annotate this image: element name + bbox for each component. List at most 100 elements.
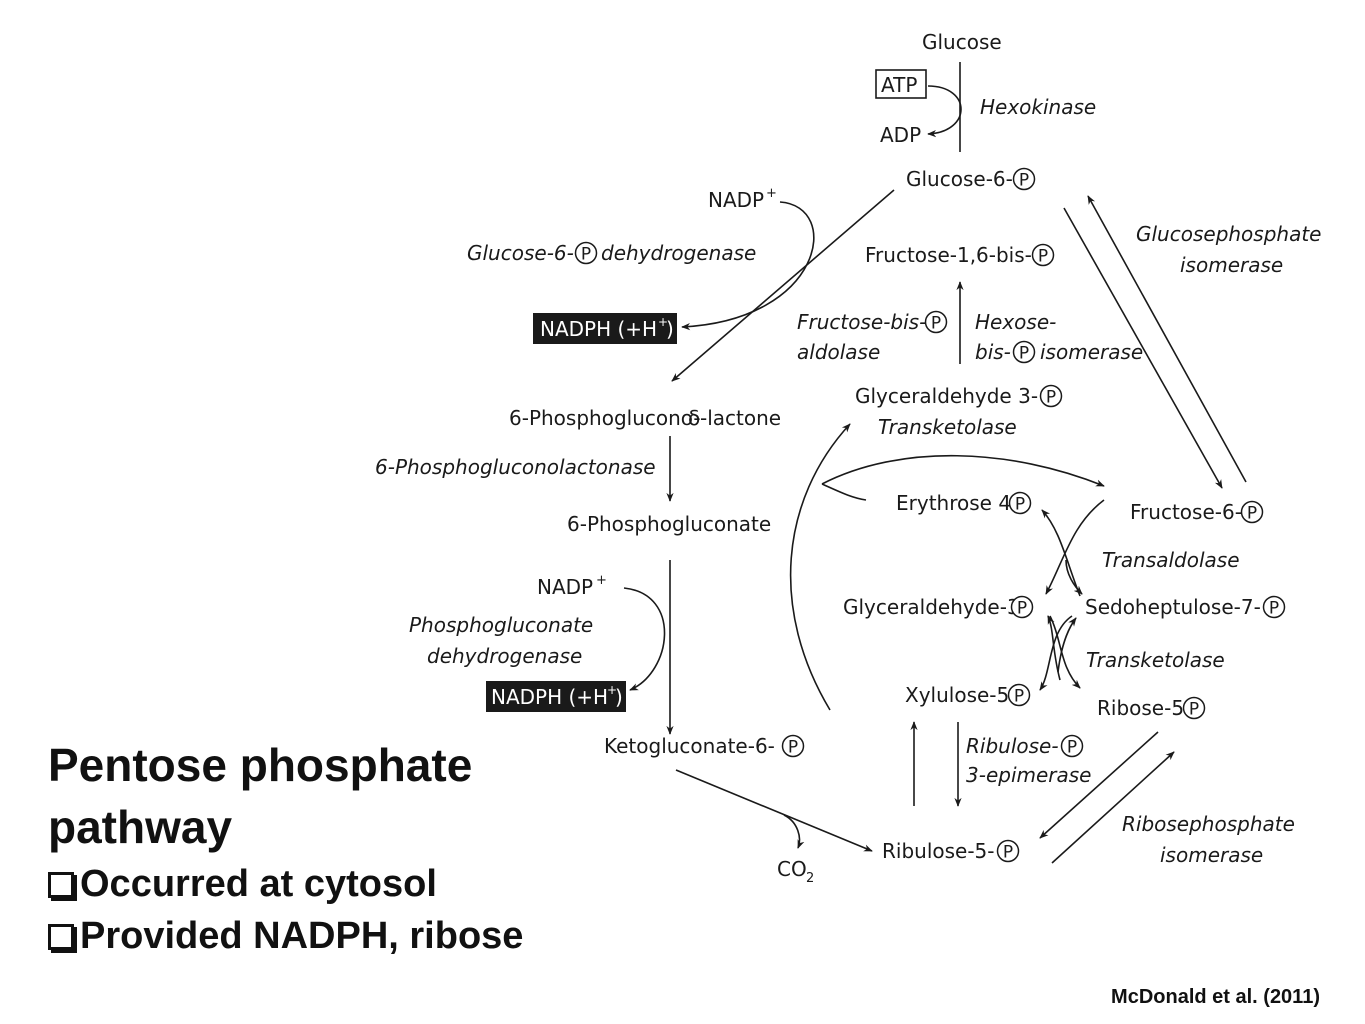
checkbox-bullet-icon bbox=[48, 872, 74, 898]
nadph-plus-2: + bbox=[607, 683, 617, 697]
nadph-box-1 bbox=[533, 313, 677, 344]
epimerase-label-2: 3-epimerase bbox=[966, 763, 1092, 787]
sedoheptulose7p-label: Sedoheptulose-7- bbox=[1085, 595, 1261, 619]
svg-text:P: P bbox=[1247, 504, 1257, 524]
gpi-label-1: Glucosephosphate bbox=[1136, 222, 1322, 246]
svg-text:P: P bbox=[1269, 599, 1279, 619]
erythrose-branch-line bbox=[821, 483, 867, 501]
transaldolase-arrow-1 bbox=[1045, 499, 1105, 595]
bullet-text: Occurred at cytosol bbox=[80, 863, 437, 905]
fba-label-2: aldolase bbox=[797, 340, 880, 364]
ketogluconate-to-ribulose-arrow bbox=[675, 769, 873, 852]
transaldolase-label: Transaldolase bbox=[1102, 548, 1240, 572]
atp-adp-arrow bbox=[927, 85, 962, 138]
hbi-label-1: Hexose- bbox=[975, 310, 1056, 334]
f6p-to-g6p-arrow bbox=[1087, 195, 1247, 483]
svg-text:P: P bbox=[581, 245, 591, 265]
hexokinase-label: Hexokinase bbox=[980, 95, 1096, 119]
pgd-label-1: Phosphogluconate bbox=[409, 613, 593, 637]
erythrose4p-label: Erythrose 4- bbox=[896, 491, 1018, 515]
transketolase-arc-arrow bbox=[789, 423, 851, 711]
pgd-label-2: dehydrogenase bbox=[427, 644, 582, 668]
checkbox-bullet-icon bbox=[48, 924, 74, 950]
phosphate-icon: P bbox=[1012, 167, 1036, 191]
citation: McDonald et al. (2011) bbox=[1111, 986, 1320, 1008]
hbi-label-2-pre: bis- bbox=[975, 340, 1011, 364]
svg-text:P: P bbox=[1019, 171, 1029, 191]
fructose16bisp-label: Fructose-1,6-bis- bbox=[865, 243, 1032, 267]
transketolase-cross-arrow-1 bbox=[1039, 615, 1073, 691]
phosphate-icon: P bbox=[1007, 683, 1031, 707]
bullet-item: Provided NADPH, ribose bbox=[48, 910, 608, 962]
slide-title: Pentose phosphate pathway bbox=[48, 739, 473, 853]
lactone-label-post: -lactone bbox=[700, 406, 781, 430]
gpi-label-2: isomerase bbox=[1180, 253, 1283, 277]
nadph-paren-1: ) bbox=[666, 317, 674, 341]
slide-title-block: Pentose phosphate pathway Occurred at cy… bbox=[48, 734, 608, 962]
nadp-to-nadph-arrow-1 bbox=[681, 201, 815, 331]
bullet-text: Provided NADPH, ribose bbox=[80, 915, 524, 957]
svg-text:P: P bbox=[1015, 495, 1025, 515]
nadp-plus-1: + bbox=[766, 186, 777, 201]
phosphate-icon: P bbox=[1182, 696, 1206, 720]
g6p-to-lactone-arrow bbox=[671, 189, 895, 382]
phosphate-icon: P bbox=[1012, 340, 1036, 364]
phosphate-icon: P bbox=[1031, 243, 1055, 267]
glyceraldehyde3p-top-label: Glyceraldehyde 3- bbox=[855, 384, 1038, 408]
glucose-label: Glucose bbox=[922, 30, 1002, 54]
svg-text:P: P bbox=[1046, 388, 1056, 408]
svg-text:P: P bbox=[1067, 738, 1077, 758]
phosphate-icon: P bbox=[996, 839, 1020, 863]
glucose6p-label: Glucose-6- bbox=[906, 167, 1013, 191]
svg-text:P: P bbox=[1019, 344, 1029, 364]
nadp-label-2: NADP bbox=[537, 575, 593, 599]
bullet-item: Occurred at cytosol bbox=[48, 858, 608, 910]
rpi-label-1: Ribosephosphate bbox=[1122, 812, 1295, 836]
phosphate-icon: P bbox=[574, 241, 598, 265]
svg-text:P: P bbox=[1189, 700, 1199, 720]
nadp-to-nadph-arrow-2 bbox=[623, 587, 666, 691]
co2-label: CO bbox=[777, 857, 807, 881]
phosphate-icon: P bbox=[781, 734, 805, 758]
phosphate-icon: P bbox=[1060, 734, 1084, 758]
nadph-label-2: NADPH (+H bbox=[491, 685, 608, 709]
atp-label: ATP bbox=[881, 73, 917, 97]
atp-box bbox=[875, 69, 927, 99]
ribose5p-label: Ribose-5- bbox=[1097, 696, 1191, 720]
nadph-paren-2: ) bbox=[615, 685, 623, 709]
lactone-label-sym: δ bbox=[688, 406, 700, 430]
svg-text:P: P bbox=[788, 738, 798, 758]
co2-subscript: 2 bbox=[806, 871, 814, 886]
xylulose5p-label: Xylulose-5- bbox=[905, 683, 1016, 707]
ribulose-to-ribose-arrow bbox=[1051, 751, 1175, 864]
nadph-box-2 bbox=[486, 681, 626, 712]
g6pdh-label-post: dehydrogenase bbox=[601, 241, 756, 265]
phosphate-icon: P bbox=[924, 310, 948, 334]
transketolase-mid-label: Transketolase bbox=[1086, 648, 1225, 672]
phosphate-icon: P bbox=[1262, 595, 1286, 619]
co2-release-arrow bbox=[783, 814, 805, 849]
transketolase-top-label: Transketolase bbox=[878, 415, 1017, 439]
ketogluconate6p-label: Ketogluconate-6- bbox=[604, 734, 775, 758]
g6p-to-f6p-arrow bbox=[1063, 207, 1223, 489]
g6pdh-label-pre: Glucose-6- bbox=[467, 241, 574, 265]
phosphate-icon: P bbox=[1010, 595, 1034, 619]
svg-text:P: P bbox=[1014, 687, 1024, 707]
hbi-label-2-post: isomerase bbox=[1040, 340, 1143, 364]
glyceraldehyde3p-label: Glyceraldehyde-3- bbox=[843, 595, 1027, 619]
fructose6p-label-right: Fructose-6- bbox=[1130, 500, 1242, 524]
lactone-label-pre: 6-Phosphoglucono- bbox=[509, 406, 701, 430]
rpi-label-2: isomerase bbox=[1160, 843, 1263, 867]
epimerase-label-1: Ribulose- bbox=[966, 734, 1059, 758]
lactonase-label: 6-Phosphogluconolactonase bbox=[375, 455, 656, 479]
phosphogluconate-label: 6-Phosphogluconate bbox=[567, 512, 771, 536]
phosphate-icon: P bbox=[1039, 384, 1063, 408]
fba-label-1: Fructose-bis- bbox=[797, 310, 926, 334]
transketolase-to-f6p-arrow bbox=[821, 454, 1105, 487]
transketolase-cross-arrow-4 bbox=[1057, 617, 1077, 673]
ribulose5p-label: Ribulose-5- bbox=[882, 839, 995, 863]
transaldolase-arrow-2 bbox=[1041, 509, 1081, 597]
svg-text:P: P bbox=[1017, 599, 1027, 619]
nadph-plus-1: + bbox=[658, 315, 668, 329]
